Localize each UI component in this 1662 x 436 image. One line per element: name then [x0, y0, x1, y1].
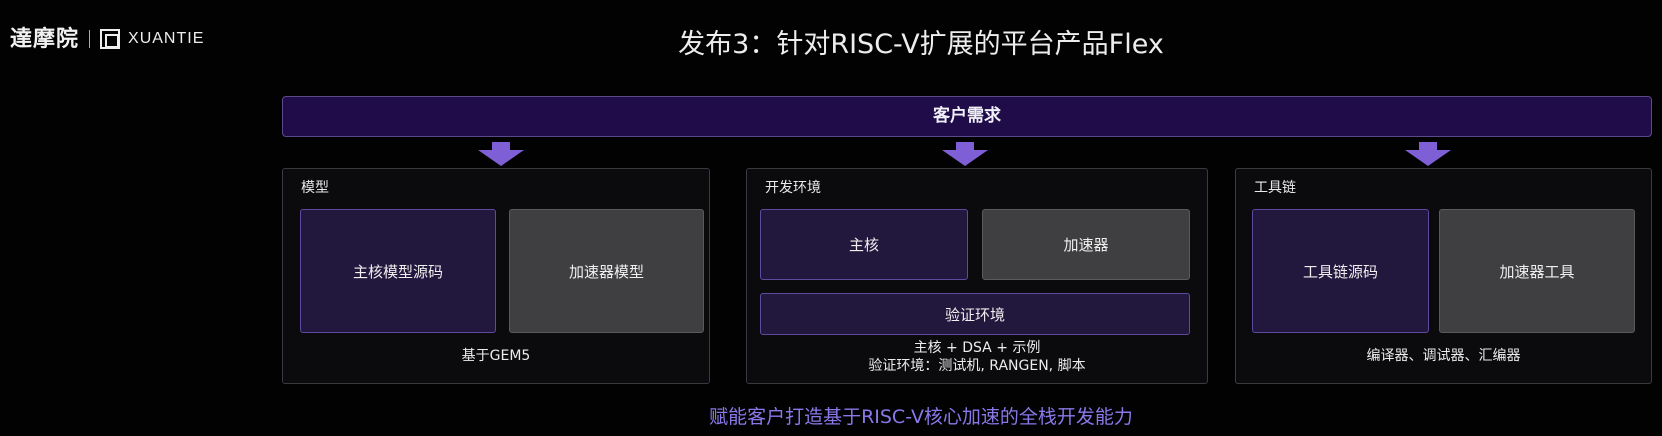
- main-core-model-source-box: 主核模型源码: [300, 209, 496, 333]
- panel-toolchain: 工具链 工具链源码 加速器工具 编译器、调试器、汇编器: [1235, 168, 1652, 384]
- logo-cn-block: 達摩院: [10, 28, 79, 50]
- panel-label: 开发环境: [765, 180, 821, 196]
- logo-separator: [89, 30, 91, 48]
- panel-label: 工具链: [1254, 180, 1296, 196]
- arrow-down-icon: [942, 142, 988, 166]
- tagline: 赋能客户打造基于RISC-V核心加速的全栈开发能力: [709, 406, 1133, 428]
- toolchain-source-box: 工具链源码: [1252, 209, 1429, 333]
- accelerator-model-box: 加速器模型: [509, 209, 704, 333]
- logo-cn-text: 達摩院: [10, 26, 80, 52]
- verification-env-box: 验证环境: [760, 293, 1190, 335]
- xuantie-logo-icon: [100, 29, 121, 49]
- panel-note-line-2: 验证环境：测试机, RANGEN, 脚本: [868, 358, 1086, 374]
- logo-en-text: XUANTIE: [128, 30, 205, 47]
- customer-demand-bar: 客户需求: [282, 96, 1652, 137]
- panel-note: 编译器、调试器、汇编器: [1366, 348, 1521, 364]
- accelerator-tools-box: 加速器工具: [1439, 209, 1635, 333]
- panel-label: 模型: [301, 180, 329, 196]
- brand-logo: 達摩院 XUANTIE: [10, 28, 204, 50]
- panel-dev-env: 开发环境 主核 加速器 验证环境 主核 + DSA + 示例 验证环境：测试机,…: [746, 168, 1208, 384]
- panel-note: 基于GEM5: [461, 348, 531, 364]
- main-core-box: 主核: [760, 209, 968, 280]
- arrow-down-icon: [478, 142, 524, 166]
- accelerator-box: 加速器: [982, 209, 1190, 280]
- slide-title: 发布3：针对RISC-V扩展的平台产品Flex: [678, 29, 1164, 60]
- arrow-down-icon: [1405, 142, 1451, 166]
- panel-note-line-1: 主核 + DSA + 示例: [913, 340, 1041, 356]
- panel-model: 模型 主核模型源码 加速器模型 基于GEM5: [282, 168, 710, 384]
